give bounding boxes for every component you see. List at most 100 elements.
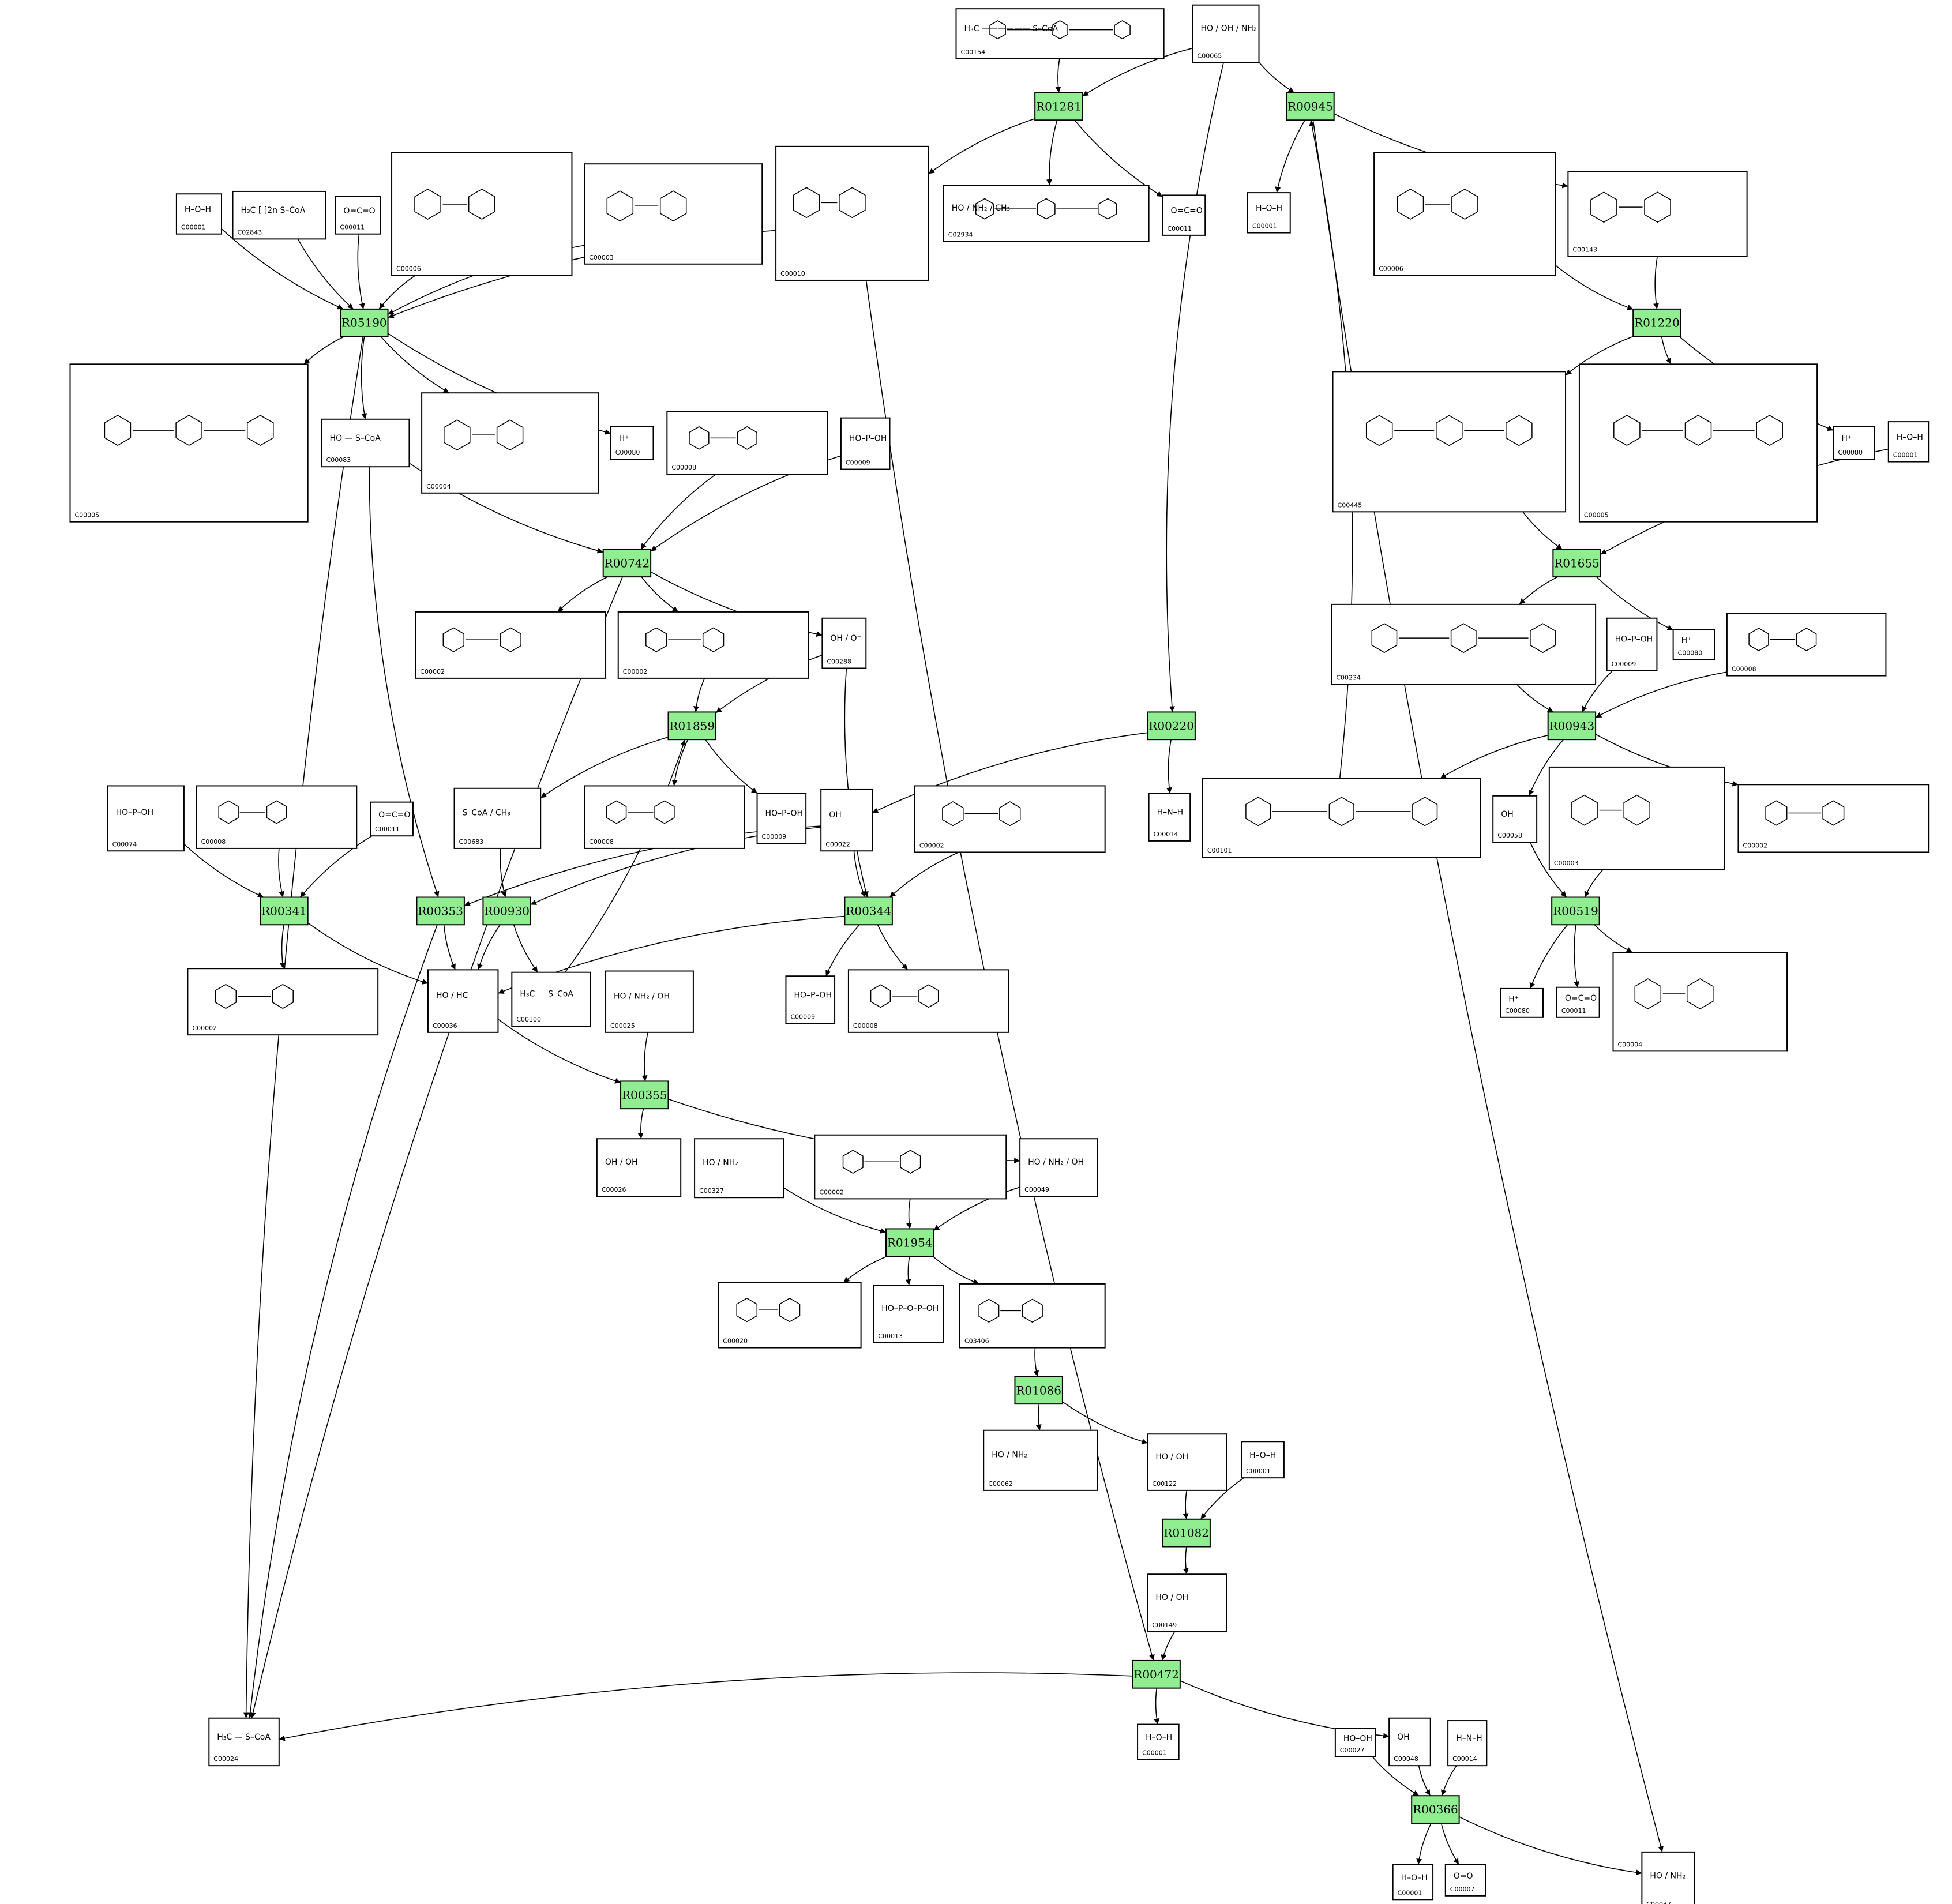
reaction-node[interactable]: R00344	[844, 896, 893, 926]
reaction-node[interactable]: R00341	[260, 896, 309, 926]
compound-node[interactable]: C00143	[1567, 171, 1748, 257]
compound-node[interactable]: C00010	[775, 145, 929, 281]
compound-node[interactable]: HO / NH₂C00037	[1641, 1851, 1695, 1904]
compound-formula: S–CoA / CH₃	[463, 809, 510, 818]
reaction-node[interactable]: R00519	[1551, 896, 1600, 926]
reaction-node[interactable]: R00930	[482, 896, 531, 926]
compound-node[interactable]: C03406	[959, 1283, 1106, 1349]
reaction-node[interactable]: R01281	[1034, 92, 1083, 121]
compound-node[interactable]: C00003	[584, 163, 763, 265]
reaction-node[interactable]: R01082	[1162, 1518, 1211, 1548]
compound-node[interactable]: C00008	[196, 785, 358, 849]
reaction-node[interactable]: R00355	[620, 1080, 669, 1110]
compound-node[interactable]: H⁺C00080	[1672, 629, 1715, 660]
compound-node[interactable]: H⁺C00080	[1833, 426, 1875, 460]
compound-node[interactable]: C00005	[69, 363, 309, 523]
reaction-node[interactable]: R01220	[1632, 308, 1681, 337]
compound-node[interactable]: C00002	[914, 785, 1106, 853]
compound-node[interactable]: C00002	[415, 611, 607, 679]
compound-node[interactable]: C00006	[1373, 152, 1556, 276]
reaction-node[interactable]: R01086	[1014, 1376, 1063, 1405]
reaction-node[interactable]: R00472	[1132, 1659, 1181, 1689]
reaction-node[interactable]: R00220	[1147, 711, 1196, 741]
compound-node[interactable]: C00002	[187, 968, 379, 1036]
compound-node[interactable]: C00008	[847, 969, 1009, 1033]
reaction-node[interactable]: R00742	[602, 549, 652, 578]
compound-node[interactable]: C00008	[666, 411, 828, 475]
compound-formula: H⁺	[619, 434, 629, 444]
compound-node[interactable]: C00445	[1332, 371, 1567, 513]
reaction-node[interactable]: R00945	[1286, 92, 1335, 121]
compound-node[interactable]: C00003	[1548, 766, 1725, 870]
pathway-arrow	[303, 336, 344, 365]
compound-node[interactable]: H⁺C00080	[610, 426, 654, 460]
compound-node[interactable]: C00020	[718, 1282, 862, 1349]
compound-box	[943, 185, 1150, 242]
compound-box	[321, 418, 410, 468]
compound-node[interactable]: C00002	[617, 611, 809, 679]
molecule-ring	[1684, 415, 1712, 446]
compound-node[interactable]: OH / O⁻C00288	[821, 617, 867, 669]
compound-node[interactable]: H⁺C00080	[1500, 987, 1544, 1018]
reaction-node[interactable]: R00353	[416, 896, 465, 926]
reaction-node[interactable]: R00943	[1547, 711, 1597, 741]
reaction-node[interactable]: R01655	[1552, 549, 1601, 578]
compound-node[interactable]: C00008	[1726, 613, 1887, 677]
compound-node[interactable]: C00006	[391, 152, 573, 276]
compound-node[interactable]: C00005	[1578, 363, 1818, 523]
reaction-node[interactable]: R05190	[340, 308, 389, 337]
reaction-node[interactable]: R00366	[1411, 1795, 1460, 1824]
compound-node[interactable]: C00101	[1202, 778, 1481, 858]
reaction-node[interactable]: R01859	[667, 711, 716, 741]
compound-formula: H–O–H	[1249, 1451, 1276, 1460]
compound-node[interactable]: C00004	[421, 392, 599, 494]
compound-formula: OH	[1501, 810, 1514, 819]
compound-node[interactable]: C00002	[814, 1134, 1007, 1200]
compound-box	[187, 968, 379, 1036]
compound-node[interactable]: C00002	[1737, 784, 1930, 853]
compound-node[interactable]: C00234	[1331, 603, 1597, 685]
reaction-node[interactable]: R01954	[885, 1228, 934, 1257]
compound-node[interactable]: C00004	[1612, 951, 1788, 1052]
compound-node[interactable]: C00008	[584, 785, 745, 849]
